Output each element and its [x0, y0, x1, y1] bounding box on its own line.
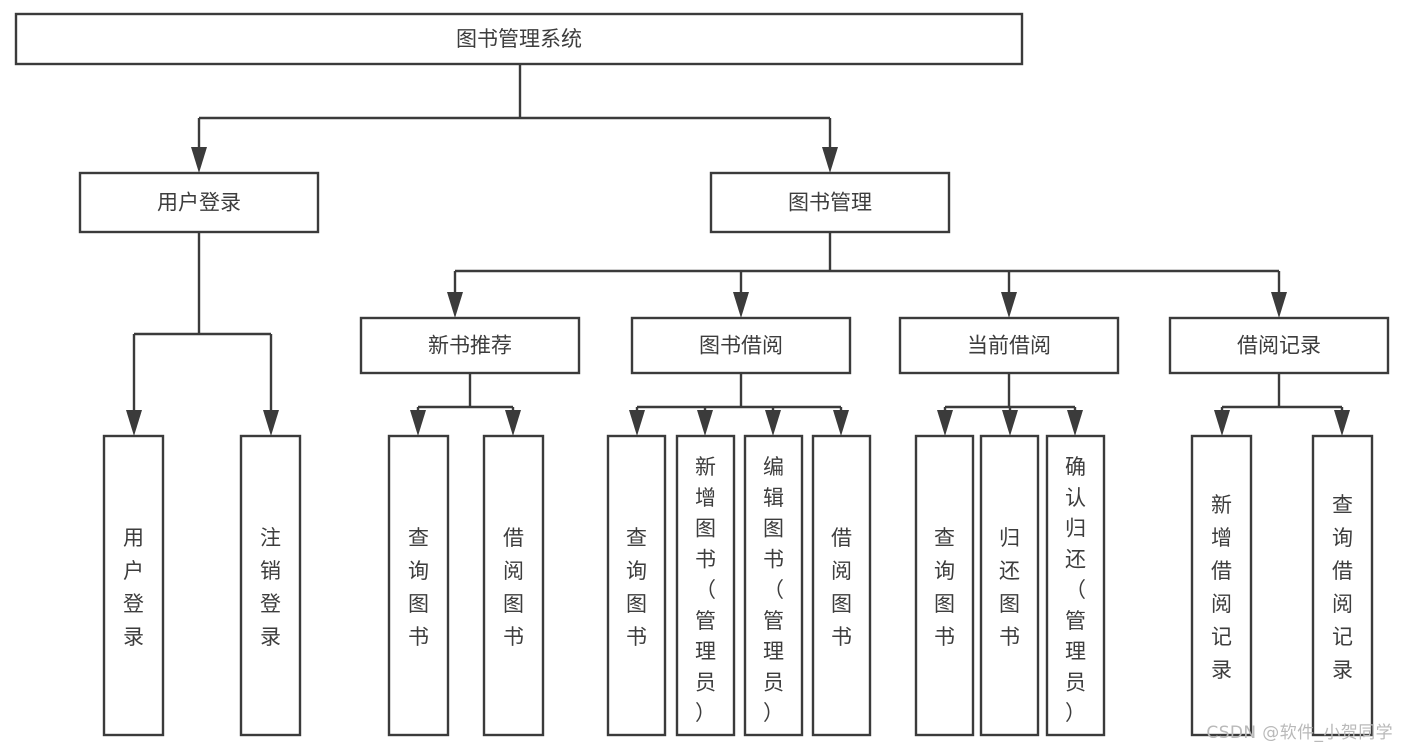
arrow-head-icon: [1002, 410, 1018, 436]
node-label-leaf-query-book-2: 查询图书: [626, 526, 647, 649]
connectors-layer: [126, 64, 1350, 436]
arrow-head-icon: [447, 292, 463, 318]
node-label-leaf-query-record: 查询借阅记录: [1332, 493, 1353, 682]
node-box-leaf-add-book[interactable]: [675, 434, 736, 737]
node-box-leaf-user-login[interactable]: [102, 434, 165, 737]
node-label-book-manage: 图书管理: [788, 191, 872, 215]
node-box-new-book-recommend[interactable]: [359, 316, 581, 375]
node-box-leaf-add-record[interactable]: [1190, 434, 1253, 737]
node-box-leaf-return-book[interactable]: [979, 434, 1040, 737]
node-book-borrow[interactable]: 图书借阅: [630, 316, 852, 375]
node-label-leaf-add-record: 新增借阅记录: [1211, 493, 1232, 682]
node-new-book-recommend[interactable]: 新书推荐: [359, 316, 581, 375]
node-box-leaf-logout[interactable]: [239, 434, 302, 737]
arrow-head-icon: [833, 410, 849, 436]
node-label-book-borrow: 图书借阅: [699, 334, 783, 358]
arrow-head-icon: [1334, 410, 1350, 436]
arrow-head-icon: [733, 292, 749, 318]
node-user-login[interactable]: 用户登录: [78, 171, 320, 234]
node-label-leaf-borrow-book-1: 借阅图书: [503, 526, 524, 649]
node-leaf-edit-book[interactable]: 编辑图书（管理员）: [743, 434, 804, 737]
arrow-head-icon: [410, 410, 426, 436]
node-label-leaf-return-book: 归还图书: [999, 526, 1020, 649]
node-leaf-add-book[interactable]: 新增图书（管理员）: [675, 434, 736, 737]
node-box-user-login[interactable]: [78, 171, 320, 234]
nodes-layer: 图书管理系统用户登录图书管理新书推荐图书借阅当前借阅借阅记录用户登录注销登录查询…: [14, 12, 1390, 737]
arrow-head-icon: [765, 410, 781, 436]
node-box-current-borrow[interactable]: [898, 316, 1120, 375]
node-leaf-logout[interactable]: 注销登录: [239, 434, 302, 737]
node-box-root[interactable]: [14, 12, 1024, 66]
arrow-head-icon: [937, 410, 953, 436]
arrow-head-icon: [1067, 410, 1083, 436]
arrow-head-icon: [1214, 410, 1230, 436]
connector-group-book-manage-to-level2: [447, 232, 1287, 318]
node-label-leaf-confirm-return: 确认归还（管理员）: [1065, 455, 1086, 725]
node-box-borrow-record[interactable]: [1168, 316, 1390, 375]
node-leaf-borrow-book-1[interactable]: 借阅图书: [482, 434, 545, 737]
node-leaf-borrow-book-2[interactable]: 借阅图书: [811, 434, 872, 737]
node-label-leaf-query-book-1: 查询图书: [408, 526, 429, 649]
connector-group-new-book-to-leaves: [410, 373, 521, 436]
arrow-head-icon: [629, 410, 645, 436]
node-box-book-manage[interactable]: [709, 171, 951, 234]
connector-group-current-borrow-to-leaves: [937, 373, 1083, 436]
node-leaf-query-book-2[interactable]: 查询图书: [606, 434, 667, 737]
node-label-leaf-borrow-book-2: 借阅图书: [831, 526, 852, 649]
node-label-leaf-edit-book: 编辑图书（管理员）: [763, 455, 784, 725]
node-box-leaf-query-record[interactable]: [1311, 434, 1374, 737]
connector-group-borrow-record-to-leaves: [1214, 373, 1350, 436]
connector-group-root-to-level1: [191, 64, 838, 173]
node-box-leaf-query-book-3[interactable]: [914, 434, 975, 737]
node-box-leaf-query-book-2[interactable]: [606, 434, 667, 737]
arrow-head-icon: [1001, 292, 1017, 318]
node-box-leaf-confirm-return[interactable]: [1045, 434, 1106, 737]
node-label-leaf-query-book-3: 查询图书: [934, 526, 955, 649]
node-box-leaf-query-book-1[interactable]: [387, 434, 450, 737]
node-label-leaf-logout: 注销登录: [260, 526, 281, 649]
node-label-user-login: 用户登录: [157, 191, 241, 215]
node-leaf-query-record[interactable]: 查询借阅记录: [1311, 434, 1374, 737]
node-box-leaf-borrow-book-2[interactable]: [811, 434, 872, 737]
arrow-head-icon: [822, 147, 838, 173]
node-leaf-return-book[interactable]: 归还图书: [979, 434, 1040, 737]
node-box-book-borrow[interactable]: [630, 316, 852, 375]
arrow-head-icon: [1271, 292, 1287, 318]
node-label-new-book-recommend: 新书推荐: [428, 334, 512, 358]
arrow-head-icon: [191, 147, 207, 173]
node-leaf-confirm-return[interactable]: 确认归还（管理员）: [1045, 434, 1106, 737]
node-leaf-query-book-3[interactable]: 查询图书: [914, 434, 975, 737]
node-book-manage[interactable]: 图书管理: [709, 171, 951, 234]
node-leaf-user-login[interactable]: 用户登录: [102, 434, 165, 737]
arrow-head-icon: [263, 410, 279, 436]
arrow-head-icon: [505, 410, 521, 436]
node-label-leaf-add-book: 新增图书（管理员）: [695, 455, 716, 725]
arrow-head-icon: [126, 410, 142, 436]
node-box-leaf-edit-book[interactable]: [743, 434, 804, 737]
node-label-leaf-user-login: 用户登录: [123, 526, 144, 649]
node-label-borrow-record: 借阅记录: [1237, 334, 1321, 358]
connector-group-user-login-to-leaves: [126, 232, 279, 436]
connector-group-book-borrow-to-leaves: [629, 373, 849, 436]
node-leaf-add-record[interactable]: 新增借阅记录: [1190, 434, 1253, 737]
node-box-leaf-borrow-book-1[interactable]: [482, 434, 545, 737]
arrow-head-icon: [697, 410, 713, 436]
node-label-current-borrow: 当前借阅: [967, 334, 1051, 358]
node-current-borrow[interactable]: 当前借阅: [898, 316, 1120, 375]
node-leaf-query-book-1[interactable]: 查询图书: [387, 434, 450, 737]
node-root[interactable]: 图书管理系统: [14, 12, 1024, 66]
node-label-root: 图书管理系统: [456, 27, 582, 51]
node-borrow-record[interactable]: 借阅记录: [1168, 316, 1390, 375]
